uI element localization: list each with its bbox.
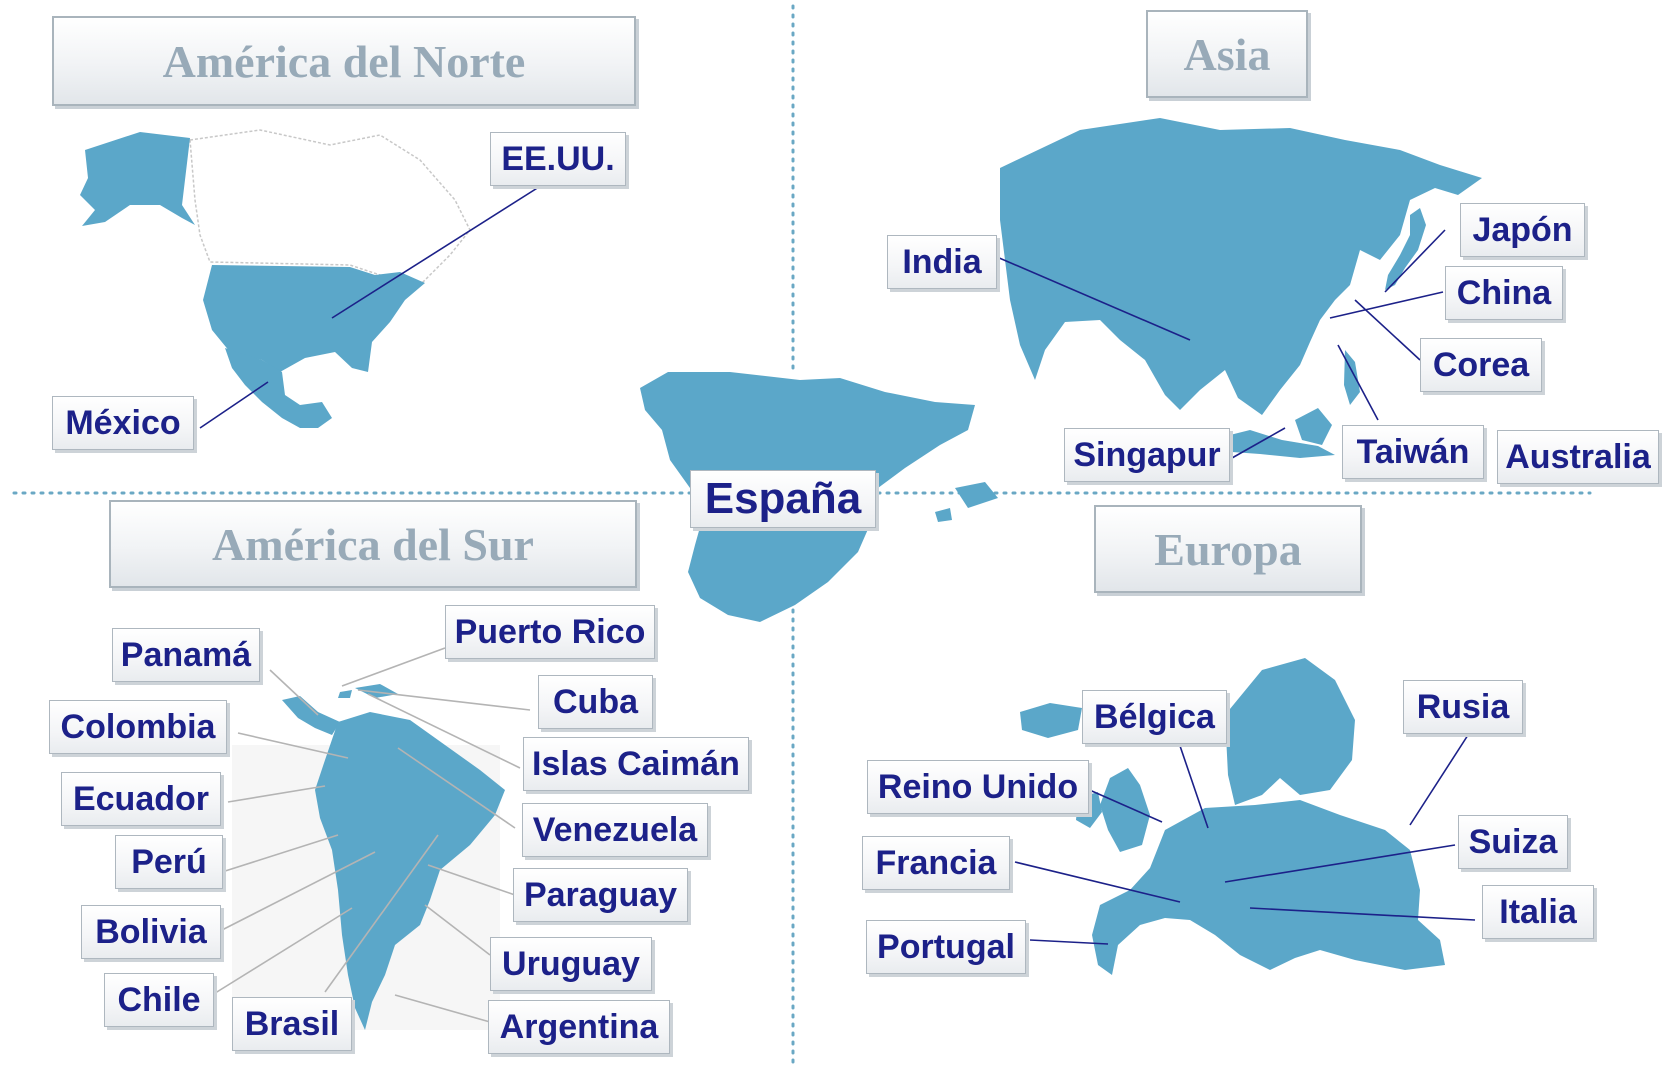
asia-map (1000, 118, 1482, 458)
label-france: Francia (862, 836, 1010, 890)
leader-mexico (199, 381, 269, 429)
label-ecuador: Ecuador (61, 772, 221, 826)
balearic-islet-shape (935, 508, 952, 522)
label-colombia: Colombia (49, 700, 227, 754)
label-belgium: Bélgica (1082, 690, 1227, 744)
label-australia: Australia (1497, 430, 1659, 484)
leader-chile (211, 907, 353, 996)
label-russia: Rusia (1403, 680, 1523, 734)
north-america-map (80, 129, 471, 428)
label-uk: Reino Unido (867, 760, 1089, 814)
label-panama: Panamá (112, 628, 260, 682)
label-brasil: Brasil (232, 997, 352, 1051)
label-india: India (887, 235, 997, 289)
asia-mainland-shape (1000, 118, 1482, 415)
label-uruguay: Uruguay (490, 937, 652, 991)
central-america-shape (282, 696, 340, 735)
leader-colombia (237, 732, 349, 759)
indonesia-shape (1218, 430, 1335, 458)
region-title-asia: Asia (1146, 10, 1308, 98)
europe-map (1020, 658, 1445, 975)
iceland-shape (1020, 703, 1082, 738)
label-japan: Japón (1460, 203, 1585, 257)
label-portugal: Portugal (866, 920, 1026, 974)
leader-cuba (357, 689, 531, 711)
leader-france (1014, 861, 1181, 903)
label-china: China (1445, 266, 1563, 320)
leader-belgium (1177, 739, 1209, 829)
balearic-islands-shape (955, 482, 998, 508)
borneo-shape (1295, 408, 1332, 445)
label-spain: España (690, 470, 876, 528)
region-title-north-america: América del Norte (52, 16, 636, 106)
leader-venezuela (397, 747, 516, 829)
label-chile: Chile (104, 973, 214, 1027)
label-puerto-rico: Puerto Rico (445, 605, 655, 659)
region-title-south-america: América del Sur (109, 500, 637, 588)
leader-uruguay (424, 904, 491, 956)
leader-taiwan (1337, 344, 1379, 421)
leader-usa (331, 179, 551, 319)
label-taiwan: Taiwán (1342, 425, 1484, 479)
label-switzerland: Suiza (1458, 815, 1568, 869)
leader-japan (1384, 229, 1446, 293)
leader-italy (1249, 907, 1476, 921)
label-cuba: Cuba (538, 675, 653, 729)
region-title-europe: Europa (1094, 505, 1362, 593)
continental-europe-shape (1092, 800, 1445, 975)
leader-lines-light (211, 647, 531, 1023)
leader-argentina (394, 994, 491, 1023)
label-italy: Italia (1482, 885, 1594, 939)
scandinavia-shape (1225, 658, 1355, 805)
leader-bolivia (221, 851, 376, 931)
leader-india (989, 253, 1191, 341)
leader-singapore (1231, 427, 1286, 459)
caribbean-islands-shape (355, 684, 398, 698)
label-usa: EE.UU. (490, 132, 626, 186)
leader-switzerland (1224, 844, 1456, 883)
japan-shape (1385, 208, 1426, 290)
caribbean-islet-shape (338, 690, 352, 698)
leader-uk (1084, 787, 1163, 823)
label-peru: Perú (115, 835, 223, 889)
mexico-shape (225, 348, 332, 428)
label-argentina: Argentina (488, 1000, 670, 1054)
south-america-map (232, 684, 505, 1030)
south-america-shape (315, 712, 505, 1030)
usa-shape (203, 265, 425, 372)
leader-peru (221, 834, 339, 873)
leader-china (1329, 291, 1444, 319)
canada-outline (189, 129, 471, 291)
leader-puerto-rico (341, 647, 446, 687)
leader-ecuador (227, 785, 326, 803)
leader-korea (1354, 299, 1421, 361)
label-bolivia: Bolivia (81, 905, 221, 959)
leader-cayman (367, 693, 521, 769)
quadrant-dividers (12, 4, 1592, 1064)
leader-brasil (324, 834, 439, 993)
leader-lines-dark (199, 179, 1476, 945)
leader-panama (269, 669, 319, 716)
british-isles-shape (1100, 768, 1150, 852)
philippines-shape (1344, 350, 1360, 405)
leader-portugal (1029, 939, 1109, 945)
label-cayman: Islas Caimán (523, 737, 749, 791)
leader-paraguay (427, 864, 516, 896)
label-korea: Corea (1420, 338, 1542, 392)
alaska-shape (80, 132, 195, 226)
label-singapore: Singapur (1064, 428, 1230, 482)
leader-russia (1409, 734, 1469, 826)
label-venezuela: Venezuela (522, 803, 708, 857)
label-paraguay: Paraguay (513, 868, 688, 922)
label-mexico: México (52, 396, 194, 450)
